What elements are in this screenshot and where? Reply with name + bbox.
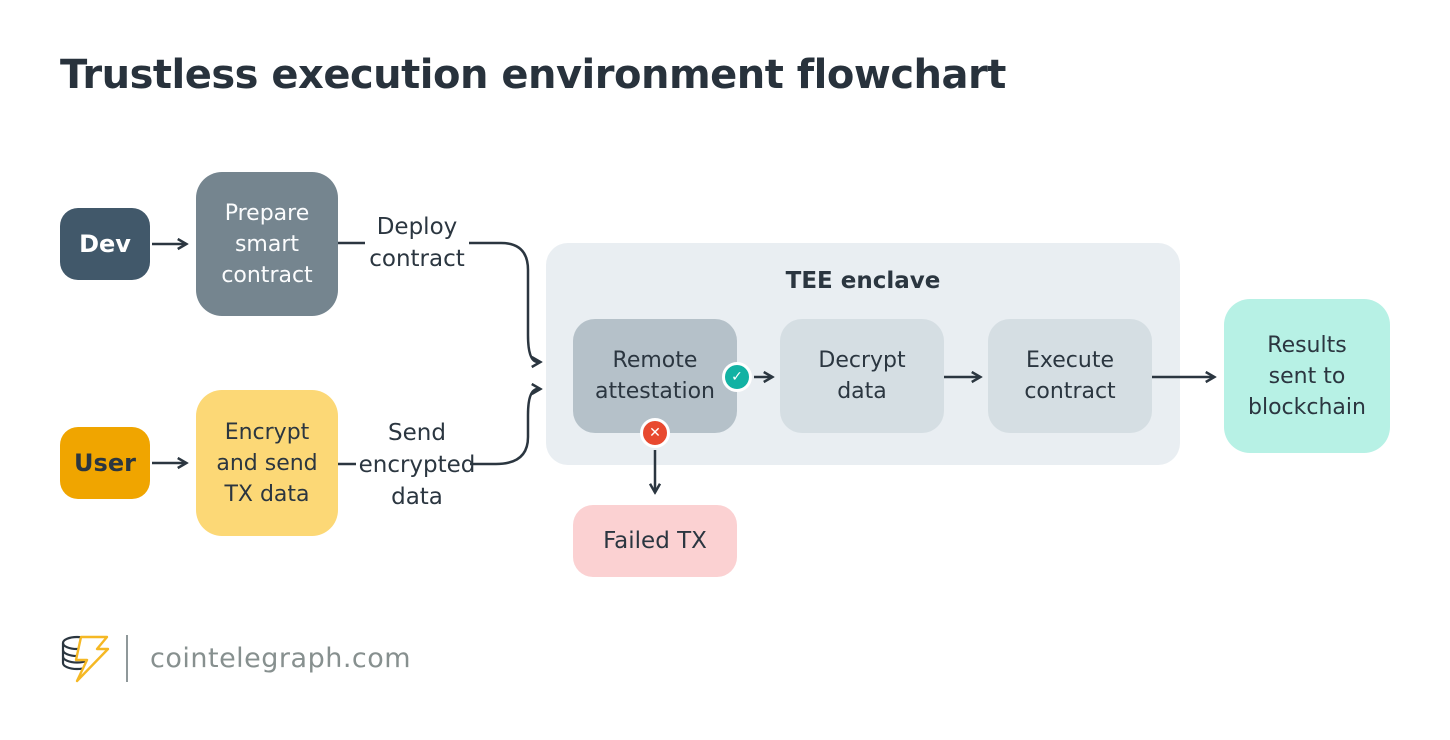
node-dev: Dev	[60, 208, 150, 280]
node-remote-attestation: Remote attestation	[573, 319, 737, 433]
x-icon: ✕	[640, 418, 670, 448]
cointelegraph-logo-icon	[61, 635, 110, 683]
edge-label-send-encrypted-data: Send encrypted data	[358, 420, 476, 510]
tee-enclave-title: TEE enclave	[785, 268, 941, 294]
node-encrypt-send-tx-data: Encrypt and send TX data	[196, 390, 338, 536]
page-title: Trustless execution environment flowchar…	[60, 52, 1006, 98]
node-user: User	[60, 427, 150, 499]
edge-label-deploy-contract: Deploy contract	[369, 214, 465, 272]
footer-divider	[126, 634, 128, 682]
node-failed-tx: Failed TX	[573, 505, 737, 577]
footer: cointelegraph.com	[56, 630, 411, 686]
node-prepare-smart-contract: Prepare smart contract	[196, 172, 338, 316]
node-results-sent-to-blockchain: Results sent to blockchain	[1224, 299, 1390, 453]
check-icon: ✓	[722, 362, 752, 392]
footer-site-url: cointelegraph.com	[150, 642, 412, 674]
node-execute-contract: Execute contract	[988, 319, 1152, 433]
node-decrypt-data: Decrypt data	[780, 319, 944, 433]
